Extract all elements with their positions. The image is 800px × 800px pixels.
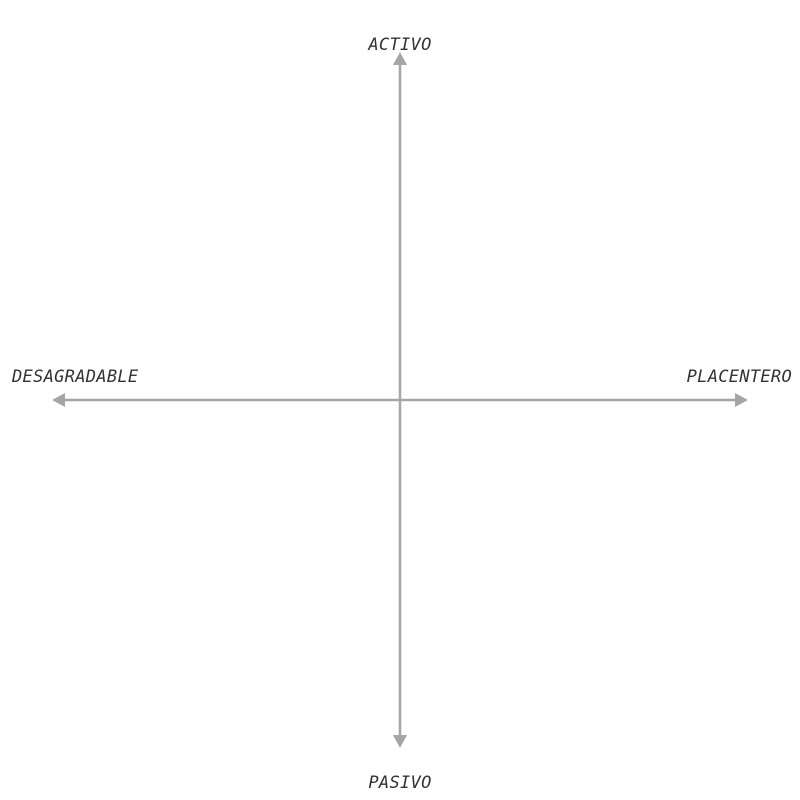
label-activo: ACTIVO [367,35,431,55]
arrow-left-icon [52,393,65,407]
arrow-down-icon [393,735,407,748]
label-desagradable: DESAGRADABLE [11,367,139,387]
arrow-right-icon [735,393,748,407]
label-pasivo: PASIVO [368,773,431,793]
arrow-up-icon [393,52,407,65]
label-placentero: PLACENTERO [687,367,792,387]
